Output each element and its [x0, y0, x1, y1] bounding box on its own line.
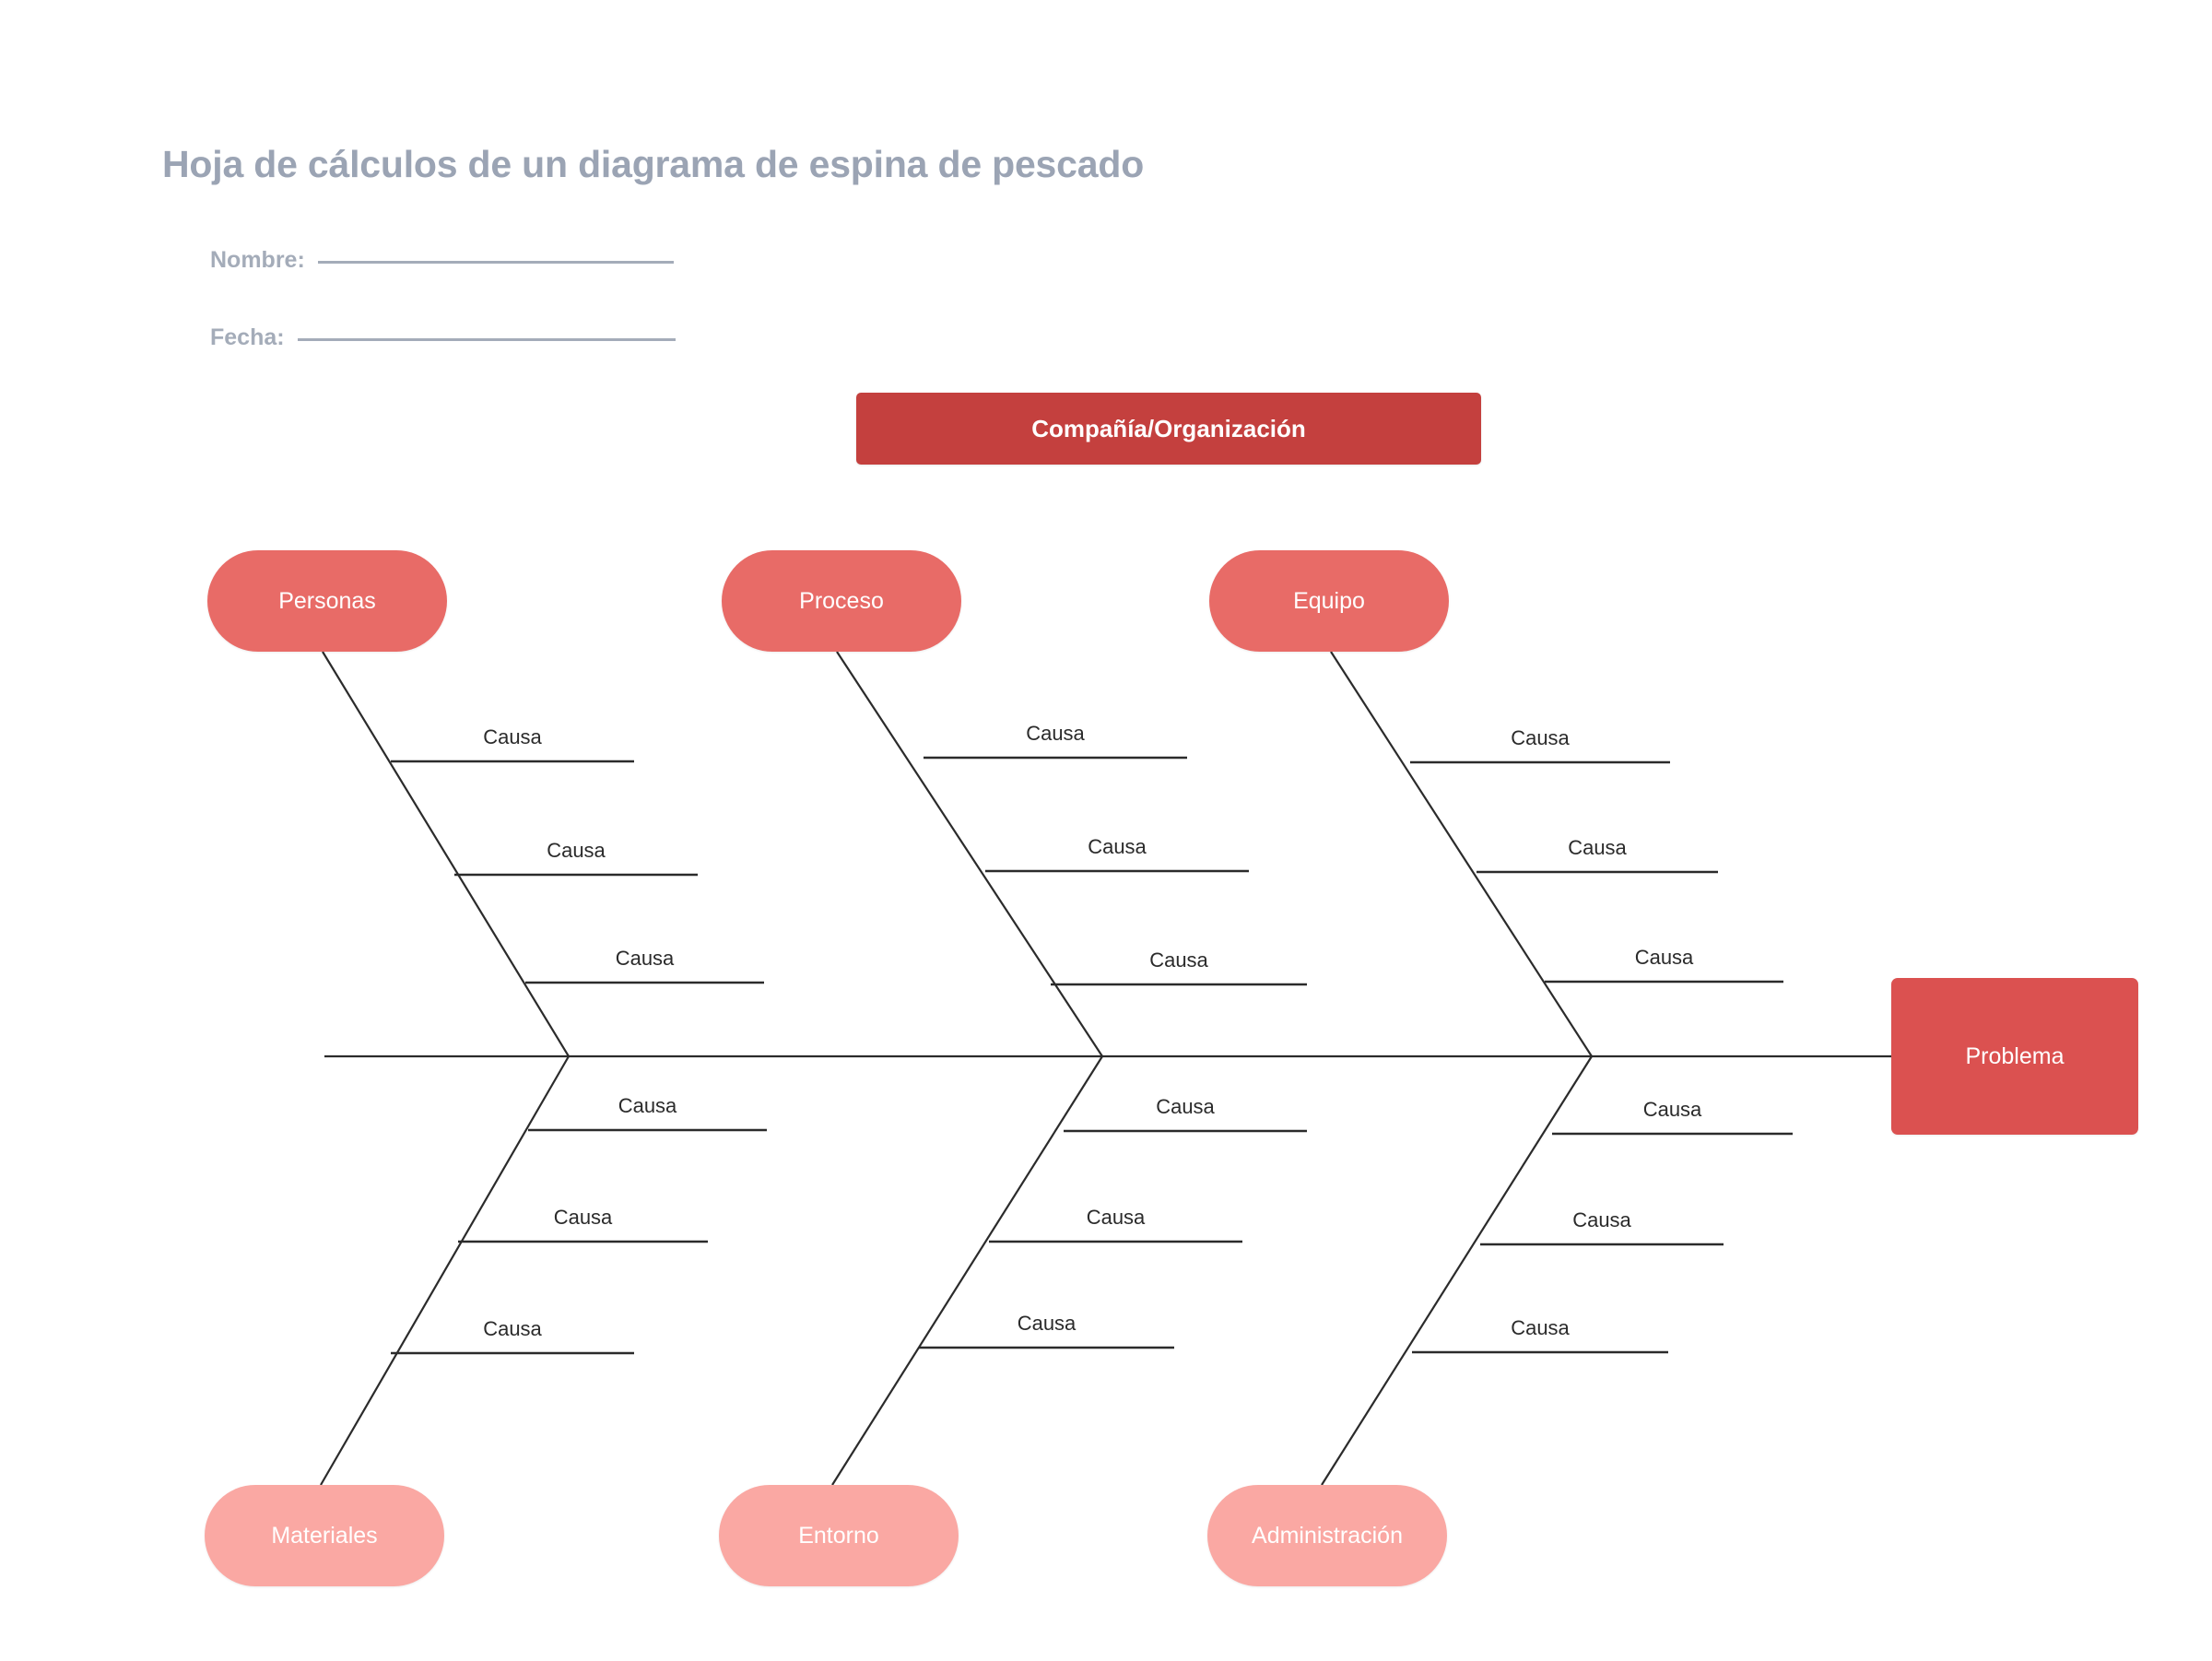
- category-pill-equipo[interactable]: Equipo: [1209, 550, 1449, 652]
- category-bone-equipo: [1330, 651, 1593, 1057]
- category-pill-label: Entorno: [798, 1522, 879, 1549]
- category-pill-entorno[interactable]: Entorno: [719, 1485, 959, 1586]
- category-pill-personas[interactable]: Personas: [207, 550, 447, 652]
- cause-label[interactable]: Causa: [1017, 1312, 1077, 1335]
- cause-label[interactable]: Causa: [1572, 1208, 1631, 1231]
- problem-box[interactable]: Problema: [1891, 978, 2138, 1135]
- cause-label[interactable]: Causa: [1156, 1095, 1215, 1118]
- category-pill-label: Proceso: [799, 587, 884, 614]
- field-fecha-input[interactable]: [297, 338, 676, 341]
- company-organization-banner[interactable]: Compañía/Organización: [856, 393, 1481, 465]
- field-nombre-label: Nombre:: [210, 247, 305, 273]
- category-pill-materiales[interactable]: Materiales: [205, 1485, 444, 1586]
- cause-label[interactable]: Causa: [1634, 946, 1694, 969]
- cause-label[interactable]: Causa: [553, 1206, 613, 1229]
- cause-label[interactable]: Causa: [547, 839, 606, 862]
- cause-label[interactable]: Causa: [1511, 1316, 1570, 1339]
- cause-label[interactable]: Causa: [1088, 835, 1147, 858]
- field-nombre: Nombre:: [210, 247, 674, 274]
- category-pill-label: Administración: [1252, 1522, 1403, 1549]
- cause-label[interactable]: Causa: [1086, 1206, 1146, 1229]
- cause-label[interactable]: Causa: [1511, 726, 1570, 749]
- cause-label[interactable]: Causa: [1642, 1098, 1702, 1121]
- page-title: Hoja de cálculos de un diagrama de espin…: [162, 143, 1145, 185]
- field-nombre-input[interactable]: [317, 261, 674, 264]
- category-pill-label: Equipo: [1293, 587, 1365, 614]
- cause-label[interactable]: Causa: [618, 1094, 677, 1117]
- category-pill-label: Materiales: [271, 1522, 378, 1549]
- category-bone-administración: [1321, 1055, 1593, 1486]
- category-pill-label: Personas: [278, 587, 376, 614]
- field-fecha-label: Fecha:: [210, 324, 285, 350]
- category-bone-entorno: [831, 1055, 1103, 1486]
- cause-label[interactable]: Causa: [1568, 836, 1627, 859]
- cause-label[interactable]: Causa: [483, 1317, 542, 1340]
- cause-label[interactable]: Causa: [1149, 948, 1208, 972]
- bones-layer: [320, 651, 1593, 1486]
- cause-label[interactable]: Causa: [1026, 722, 1085, 745]
- category-bone-materiales: [320, 1055, 570, 1486]
- cause-label[interactable]: Causa: [615, 947, 675, 970]
- cause-label[interactable]: Causa: [483, 725, 542, 748]
- category-pill-administración[interactable]: Administración: [1207, 1485, 1447, 1586]
- category-pill-proceso[interactable]: Proceso: [722, 550, 961, 652]
- field-fecha: Fecha:: [210, 324, 676, 351]
- category-bone-proceso: [836, 651, 1103, 1057]
- category-bone-personas: [322, 651, 570, 1057]
- cause-lines-layer: [391, 756, 1793, 1355]
